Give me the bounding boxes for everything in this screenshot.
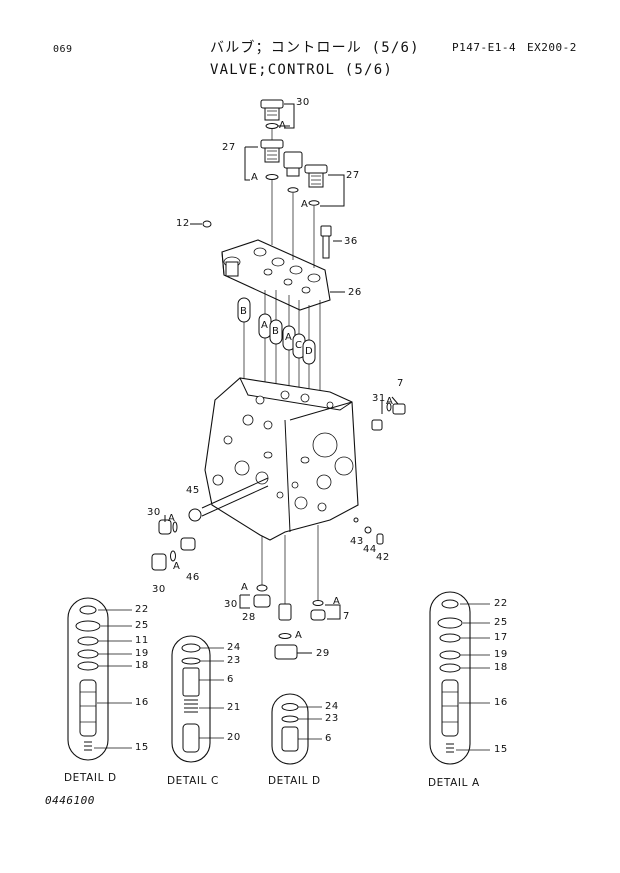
detail-caption: DETAIL D bbox=[268, 775, 321, 787]
upper-caps-group bbox=[190, 99, 345, 259]
seal-label-b: B bbox=[240, 306, 248, 317]
detail-caption: DETAIL D bbox=[64, 772, 117, 784]
callout-a: A bbox=[168, 513, 176, 524]
detail-c-callout: 20 bbox=[227, 732, 241, 743]
detail-a-callout: 17 bbox=[494, 632, 508, 643]
detail-caption: DETAIL A bbox=[428, 777, 480, 789]
drawing-number: 0446100 bbox=[45, 794, 95, 807]
spool-seals-group bbox=[237, 297, 316, 365]
detail-c-callout: 6 bbox=[227, 674, 234, 685]
detail-a bbox=[429, 591, 490, 765]
detail-d-right bbox=[271, 693, 322, 765]
detail-d-callout: 22 bbox=[135, 604, 149, 615]
detail-a-callout: 16 bbox=[494, 697, 508, 708]
detail-d-callout: 19 bbox=[135, 648, 149, 659]
callout-a: A bbox=[173, 561, 181, 572]
callout-45: 45 bbox=[186, 485, 200, 496]
callout-43: 43 bbox=[350, 536, 364, 547]
reference-code: P147-E1-4 bbox=[452, 41, 517, 54]
callout-26: 26 bbox=[348, 287, 362, 298]
callout-a: A bbox=[295, 630, 303, 641]
valve-body bbox=[204, 377, 359, 541]
detail-a-callout: 25 bbox=[494, 617, 508, 628]
callout-30: 30 bbox=[147, 507, 161, 518]
title-japanese: バルブ；コントロール (5/6) bbox=[210, 40, 420, 56]
detail-d-left bbox=[67, 597, 132, 761]
seal-label-c: C bbox=[295, 340, 303, 351]
callout-a: A bbox=[279, 120, 287, 131]
callout-a: A bbox=[333, 596, 341, 607]
title-english: VALVE;CONTROL (5/6) bbox=[210, 62, 393, 78]
detail-c bbox=[171, 635, 224, 763]
detail-d2-callout: 24 bbox=[325, 701, 339, 712]
detail-a-callout: 22 bbox=[494, 598, 508, 609]
callout-a: A bbox=[241, 582, 249, 593]
callout-31: 31 bbox=[372, 393, 386, 404]
detail-d-callout: 16 bbox=[135, 697, 149, 708]
detail-d2-callout: 23 bbox=[325, 713, 339, 724]
seal-label-b: B bbox=[272, 326, 280, 337]
seal-label-d: D bbox=[305, 346, 314, 357]
detail-d-callout: 25 bbox=[135, 620, 149, 631]
detail-c-callout: 23 bbox=[227, 655, 241, 666]
model-number: EX200-2 bbox=[527, 41, 577, 54]
callout-46: 46 bbox=[186, 572, 200, 583]
callout-7: 7 bbox=[343, 611, 350, 622]
detail-caption: DETAIL C bbox=[167, 775, 219, 787]
detail-d2-callout: 6 bbox=[325, 733, 332, 744]
callout-a: A bbox=[251, 172, 259, 183]
lower-fittings bbox=[239, 584, 341, 660]
detail-d-callout: 18 bbox=[135, 660, 149, 671]
seal-label-a: A bbox=[261, 320, 269, 331]
detail-a-callout: 15 bbox=[494, 744, 508, 755]
detail-d-callout: 15 bbox=[135, 742, 149, 753]
callout-36: 36 bbox=[344, 236, 358, 247]
detail-a-callout: 19 bbox=[494, 649, 508, 660]
callout-30: 30 bbox=[152, 584, 166, 595]
callout-44: 44 bbox=[363, 544, 377, 555]
callout-a: A bbox=[301, 199, 309, 210]
callout-28: 28 bbox=[242, 612, 256, 623]
callout-27: 27 bbox=[346, 170, 360, 181]
detail-c-callout: 24 bbox=[227, 642, 241, 653]
cover-plate-26 bbox=[221, 239, 345, 311]
callout-7: 7 bbox=[397, 378, 404, 389]
callout-12: 12 bbox=[176, 218, 190, 229]
callout-30: 30 bbox=[224, 599, 238, 610]
callout-29: 29 bbox=[316, 648, 330, 659]
callout-42: 42 bbox=[376, 552, 390, 563]
side-fittings bbox=[151, 396, 406, 571]
page-number: 069 bbox=[53, 44, 73, 55]
detail-d-callout: 11 bbox=[135, 635, 149, 646]
seal-label-a: A bbox=[285, 332, 293, 343]
callout-30: 30 bbox=[296, 97, 310, 108]
callout-27: 27 bbox=[222, 142, 236, 153]
callout-a: A bbox=[386, 396, 394, 407]
detail-c-callout: 21 bbox=[227, 702, 241, 713]
detail-a-callout: 18 bbox=[494, 662, 508, 673]
